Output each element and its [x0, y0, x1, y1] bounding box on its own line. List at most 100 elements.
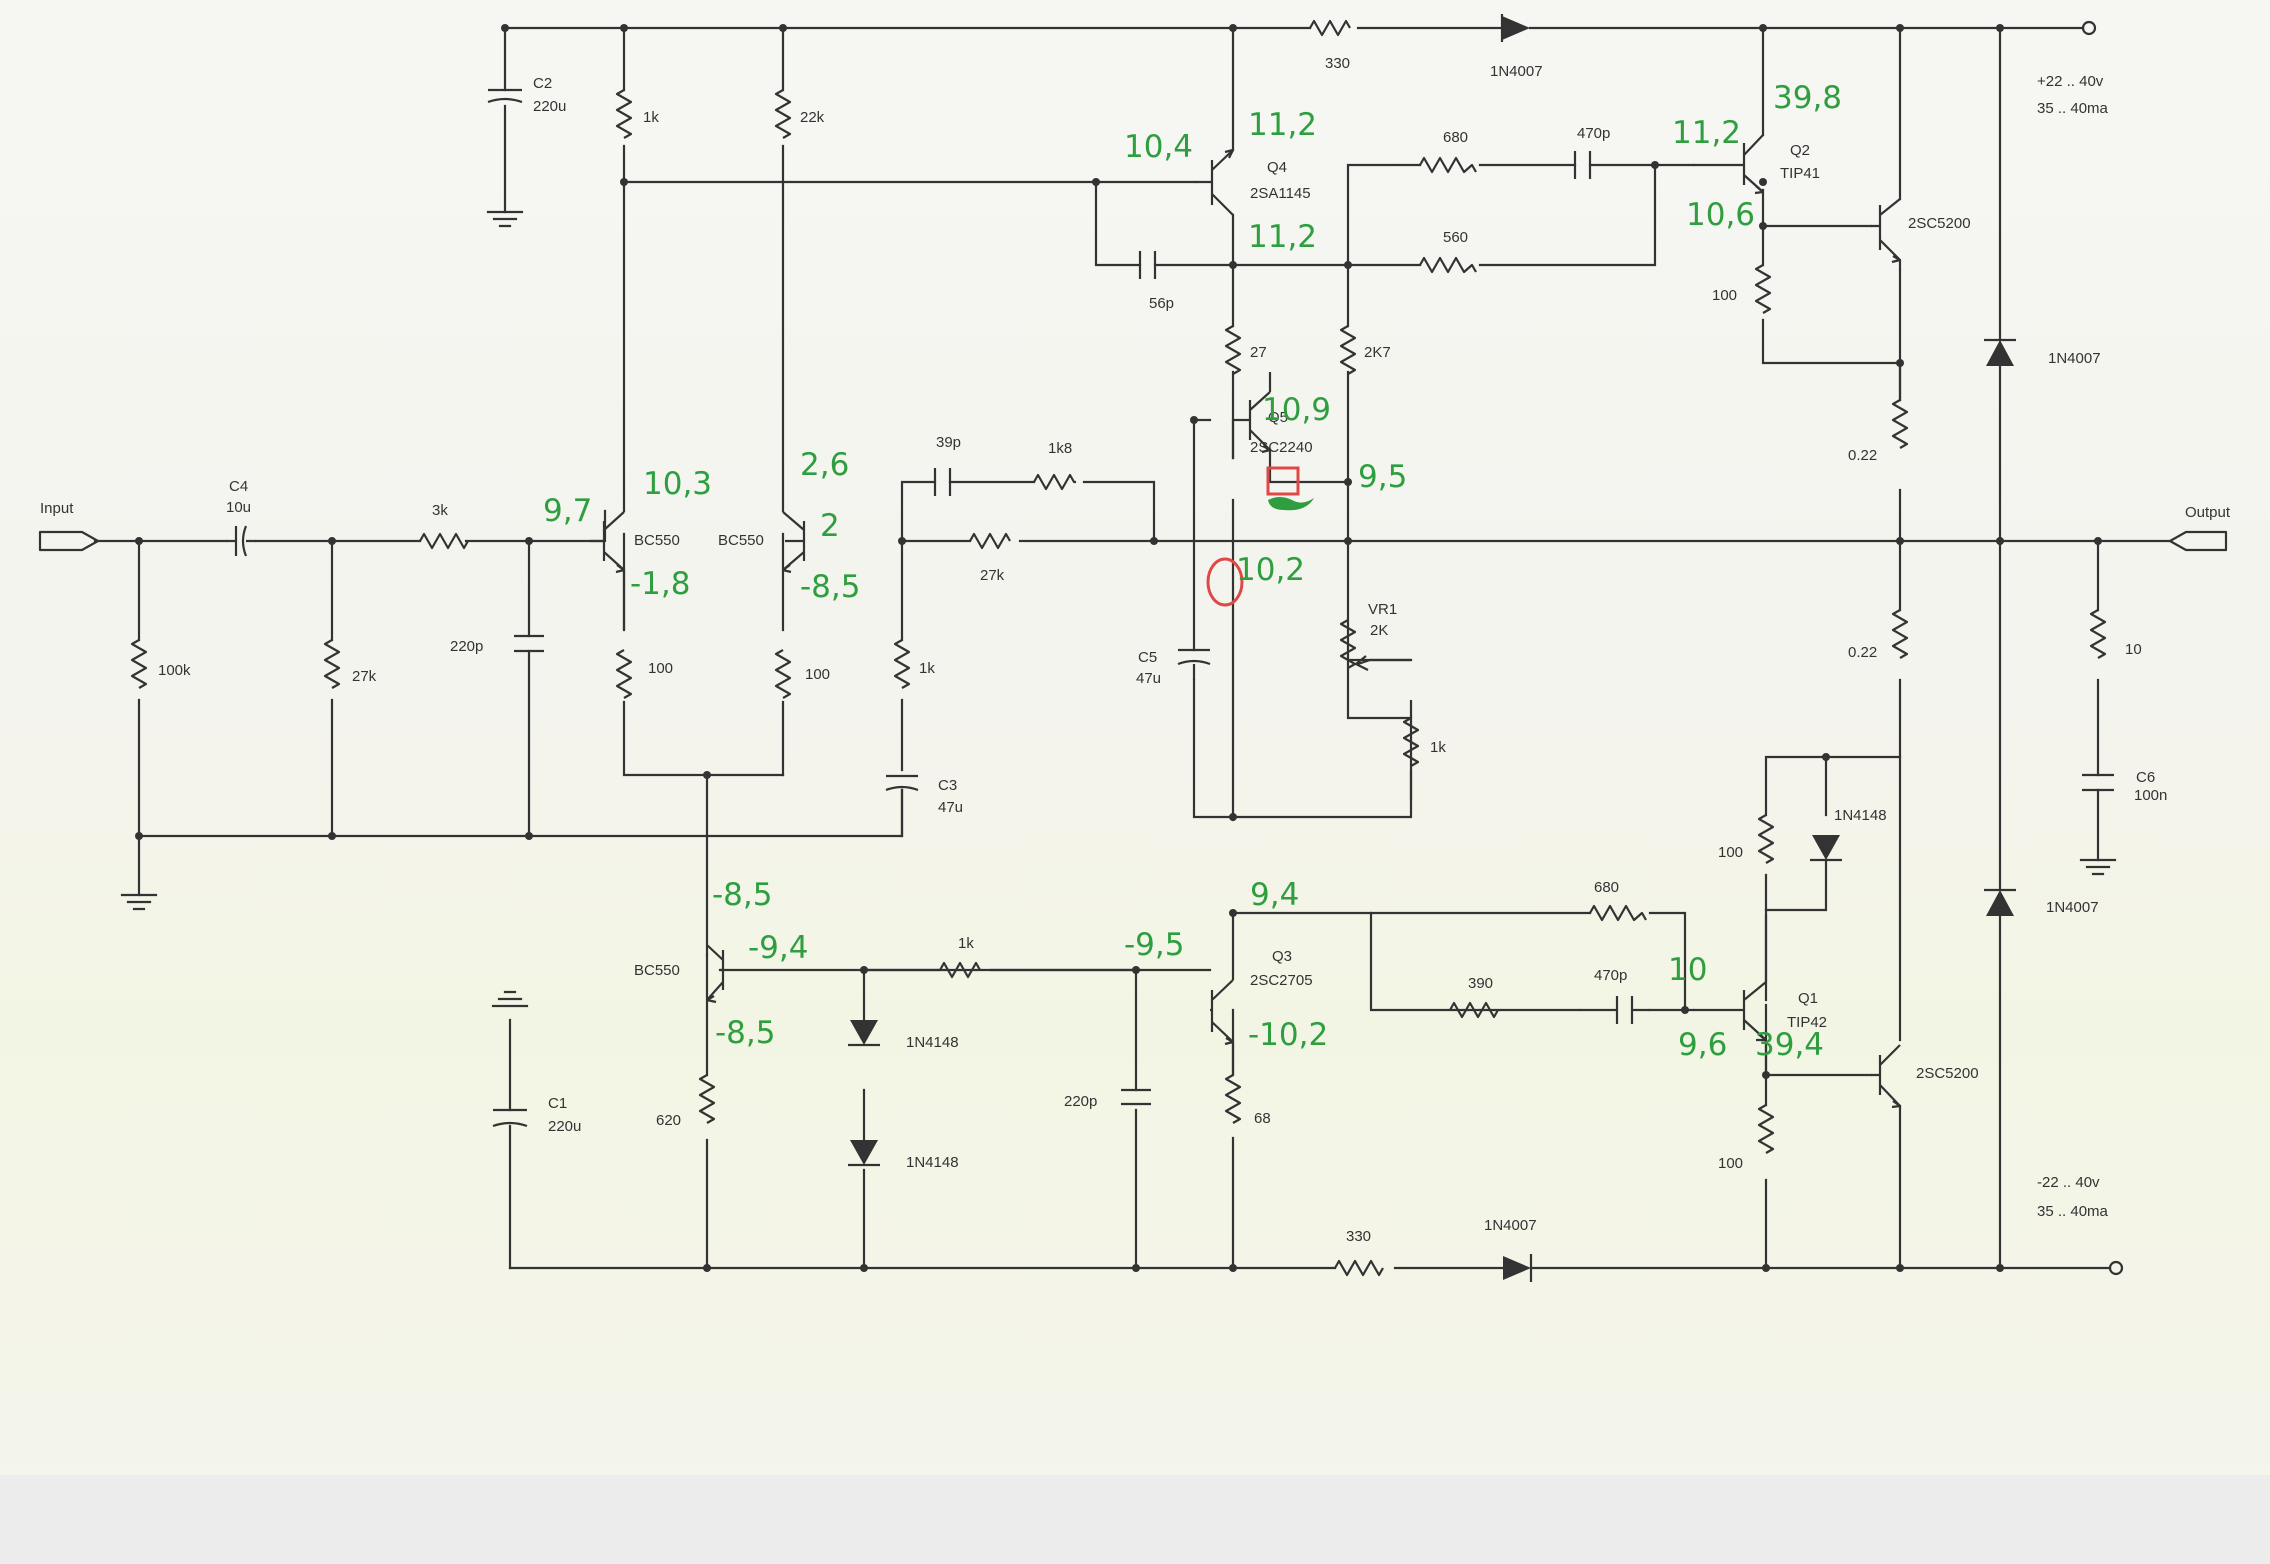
- label-c1-ref: C1: [548, 1095, 567, 1112]
- ann-q2-base: 11,2: [1672, 115, 1741, 151]
- ann-q3-base: -9,5: [1124, 927, 1185, 963]
- label-c3-ref: C3: [938, 777, 957, 794]
- label-q2-ref: Q2: [1790, 142, 1810, 159]
- capacitor-c3: [885, 774, 919, 792]
- label-c-220p-bias: 220p: [1064, 1093, 1097, 1110]
- ann-q4-base: 10,4: [1124, 129, 1193, 165]
- label-c-56p: 56p: [1149, 295, 1174, 312]
- capacitor-39p: [933, 468, 952, 496]
- resistor-390: [1449, 1001, 1499, 1019]
- label-q5-part: 2SC2240: [1250, 439, 1313, 456]
- resistor-560: [1419, 256, 1477, 274]
- label-c4-ref: C4: [229, 478, 248, 495]
- transistor-q1: [1693, 915, 1768, 1075]
- label-r-022-bot: 0.22: [1848, 644, 1877, 661]
- ann-in2-coll: 2,6: [800, 447, 849, 483]
- resistor-27k-fb: [969, 532, 1011, 550]
- transistor-2sc5200-bot: [1871, 1044, 1902, 1109]
- label-q4-ref: Q4: [1267, 159, 1287, 176]
- label-r-1k8: 1k8: [1048, 440, 1072, 457]
- resistor-680-bot: [1589, 904, 1647, 922]
- resistor-100-q1a: [1757, 814, 1775, 864]
- resistor-100-e1: [615, 649, 633, 699]
- capacitors: [226, 88, 2114, 1128]
- ann-q4-coll: 11,2: [1248, 219, 1317, 255]
- ann-q3-emit: -10,2: [1248, 1017, 1328, 1053]
- green-scribble: [1268, 497, 1314, 511]
- transistor-q3: [1210, 913, 1235, 1075]
- ann-q1-emit: 9,6: [1678, 1027, 1727, 1063]
- resistor-27: [1224, 325, 1242, 375]
- capacitor-220p-bias: [1121, 1088, 1151, 1106]
- label-r-22k: 22k: [800, 109, 825, 126]
- positive-supply-terminal[interactable]: [2081, 20, 2097, 36]
- label-r-3k: 3k: [432, 502, 448, 519]
- transistors: [590, 134, 1902, 1109]
- label-r-68: 68: [1254, 1110, 1271, 1127]
- ann-q2-emit: 10,6: [1686, 197, 1755, 233]
- diodes: [848, 14, 2016, 1282]
- diode-1n4148-right: [1810, 835, 1842, 862]
- label-c-470p-top: 470p: [1577, 125, 1610, 142]
- neg-supply-voltage: -22 .. 40v: [2037, 1174, 2100, 1191]
- label-r-27: 27: [1250, 344, 1267, 361]
- diode-1n4148-b: [848, 1140, 880, 1167]
- label-c-220p-in: 220p: [450, 638, 483, 655]
- resistor-100-e2: [774, 649, 792, 699]
- resistor-100-q2: [1754, 264, 1772, 314]
- label-c2-val: 220u: [533, 98, 566, 115]
- label-r-100-q2: 100: [1712, 287, 1737, 304]
- pos-supply-voltage: +22 .. 40v: [2037, 73, 2104, 90]
- capacitor-c2: [487, 88, 523, 104]
- neg-supply-current: 35 .. 40ma: [2037, 1203, 2109, 1220]
- negative-supply-terminal[interactable]: [2108, 1260, 2124, 1276]
- label-r-680-top: 680: [1443, 129, 1468, 146]
- ann-q5-emit: 9,5: [1358, 459, 1407, 495]
- transistor-bc550-in2: [781, 511, 806, 574]
- label-r-100-e1: 100: [648, 660, 673, 677]
- label-c-39p: 39p: [936, 434, 961, 451]
- label-c5-val: 47u: [1136, 670, 1161, 687]
- resistor-1k-fb: [893, 639, 911, 689]
- resistor-330-bot: [1334, 1259, 1384, 1277]
- output-port-symbol[interactable]: [2168, 530, 2228, 552]
- label-q3-part: 2SC2705: [1250, 972, 1313, 989]
- label-q5-ref: Q5: [1268, 409, 1288, 426]
- red-square-marker: [1266, 466, 1300, 496]
- capacitor-c5: [1177, 648, 1211, 680]
- ann-q4-emit: 11,2: [1248, 107, 1317, 143]
- label-vr1-ref: VR1: [1368, 601, 1397, 618]
- ann-in2-emit: -8,5: [800, 569, 861, 605]
- potentiometer-vr1[interactable]: [1339, 619, 1411, 671]
- diode-1n4007-right-top: [1984, 338, 2016, 366]
- label-r-390: 390: [1468, 975, 1493, 992]
- transistor-bc550-cs: [705, 944, 725, 1004]
- label-vr1-val: 2K: [1370, 622, 1388, 639]
- resistor-2k7: [1339, 325, 1357, 375]
- label-r-022-top: 0.22: [1848, 447, 1877, 464]
- label-r-330-top: 330: [1325, 55, 1350, 72]
- output-label: Output: [2185, 504, 2231, 521]
- resistor-100k: [130, 639, 148, 689]
- label-q3-ref: Q3: [1272, 948, 1292, 965]
- transistor-2sc5200-top: [1871, 198, 1902, 270]
- label-r-2k7: 2K7: [1364, 344, 1391, 361]
- label-c1-val: 220u: [548, 1118, 581, 1135]
- label-c6-ref: C6: [2136, 769, 2155, 786]
- transistor-q4: [1196, 148, 1235, 216]
- resistor-100-q1b: [1757, 1104, 1775, 1154]
- label-q2-part: TIP41: [1780, 165, 1820, 182]
- capacitor-c6: [2082, 773, 2114, 792]
- label-r-680-bot: 680: [1594, 879, 1619, 896]
- label-r-330-bot: 330: [1346, 1228, 1371, 1245]
- label-c6-val: 100n: [2134, 787, 2167, 804]
- label-q1-part: TIP42: [1787, 1014, 1827, 1031]
- label-d-bot: 1N4007: [1484, 1217, 1537, 1234]
- label-r-100-q1b: 100: [1718, 1155, 1743, 1172]
- ground-symbol-c2: [486, 210, 524, 228]
- input-port-symbol[interactable]: [38, 530, 100, 552]
- label-c5-ref: C5: [1138, 649, 1157, 666]
- ground-symbol-c1: [491, 990, 529, 1008]
- label-r-100-e2: 100: [805, 666, 830, 683]
